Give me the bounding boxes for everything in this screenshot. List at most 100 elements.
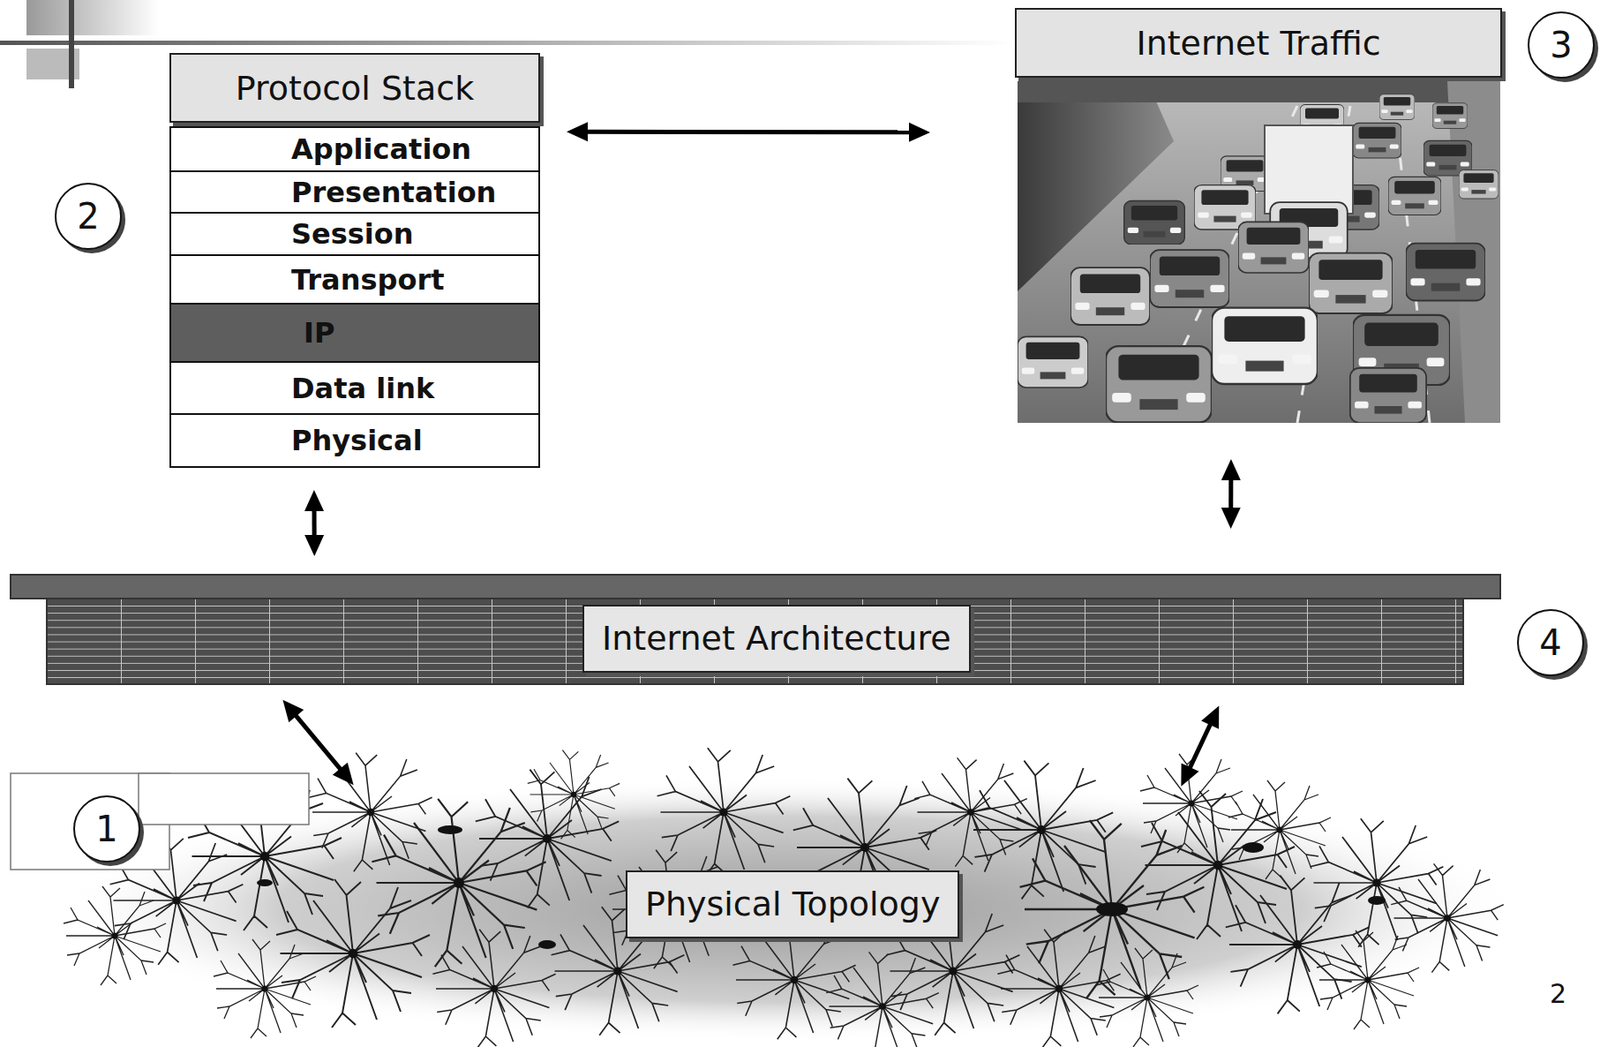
layer-label: Data link — [291, 371, 435, 406]
arrow-head — [1180, 762, 1199, 786]
corner-tabs — [138, 773, 309, 825]
topology-map — [308, 752, 432, 872]
topology-map — [1316, 930, 1420, 1030]
double-arrow — [1221, 458, 1241, 529]
topology-map — [437, 825, 463, 834]
callout-number: 2 — [54, 182, 122, 250]
arrow-head — [282, 699, 304, 722]
callout-number: 1 — [73, 795, 141, 863]
topology-map — [1228, 780, 1331, 879]
topology-map — [1140, 753, 1243, 853]
layer-label: Application — [291, 132, 472, 166]
callout-number: 3 — [1527, 11, 1595, 79]
arrow-head — [304, 534, 324, 556]
topology-map — [432, 929, 556, 1047]
topology-region: Physical Topology — [60, 776, 1520, 1042]
topology-map — [63, 886, 166, 985]
traffic-photo — [1017, 336, 1089, 388]
layer-label: Physical — [291, 423, 423, 458]
topology-map — [826, 951, 939, 1047]
topology-map — [1141, 790, 1295, 939]
topology-map — [969, 760, 1113, 900]
traffic-photo — [1350, 368, 1427, 423]
stack-panel: Protocol StackApplicationPresentationSes… — [169, 52, 541, 468]
arrow-head — [908, 122, 931, 143]
topology-map — [256, 878, 273, 887]
double-arrow — [1180, 705, 1219, 786]
connector-line — [1228, 474, 1233, 513]
topology-map — [1242, 841, 1264, 853]
architecture-band — [10, 574, 1501, 599]
traffic-photo — [1149, 249, 1230, 308]
topology-map — [1096, 901, 1128, 917]
traffic-panel: Internet Traffic — [1014, 7, 1503, 423]
corner-tabs — [10, 773, 309, 870]
topology-map — [657, 747, 791, 877]
traffic-photo — [1017, 81, 1501, 103]
layer-label: Session — [291, 217, 414, 251]
protocol-layer: Transport — [169, 254, 541, 305]
topology-map — [213, 938, 316, 1038]
double-arrow — [566, 121, 931, 142]
topology-map — [914, 757, 1028, 866]
arrow-head — [1221, 458, 1241, 481]
traffic-photo — [1017, 81, 1501, 423]
topology-map — [371, 798, 546, 967]
topology-map — [1225, 875, 1369, 1015]
page-number: 2 — [1549, 977, 1567, 1009]
topology-map — [276, 878, 430, 1028]
traffic-photo — [1264, 125, 1353, 214]
traffic-photo — [1458, 170, 1499, 199]
traffic-photo — [1308, 253, 1393, 314]
arrow-head — [566, 121, 588, 142]
topology-map — [1390, 863, 1504, 972]
traffic-photo — [1352, 122, 1402, 158]
slide-corner — [68, 0, 75, 89]
band-label: Physical Topology — [625, 870, 960, 939]
traffic-photo — [1405, 243, 1486, 301]
arrow-head — [332, 762, 354, 785]
double-arrow — [282, 699, 354, 786]
connector-line — [1187, 720, 1213, 773]
architecture-band — [10, 574, 1501, 684]
traffic-photo — [1124, 201, 1186, 246]
protocol-layer: Physical — [169, 413, 541, 468]
traffic-photo — [1379, 94, 1415, 121]
topology-map — [1310, 818, 1444, 947]
slide-corner — [26, 0, 159, 36]
arrow-head — [304, 489, 324, 511]
panel-heading: Internet Traffic — [1014, 7, 1503, 78]
slide-corner — [0, 40, 1015, 46]
panel-heading: Protocol Stack — [169, 52, 541, 123]
connector-line — [582, 129, 915, 135]
protocol-layer: Data link — [169, 360, 541, 415]
topology-map — [527, 750, 620, 840]
topology-map — [538, 939, 556, 949]
traffic-photo — [1070, 267, 1150, 325]
topology-map — [1367, 895, 1386, 905]
traffic-photo — [1238, 221, 1309, 273]
layer-label: Presentation — [291, 175, 496, 210]
connector-line — [292, 712, 344, 774]
protocol-layer: Session — [169, 211, 541, 256]
layer-label: Transport — [291, 262, 444, 297]
arrow-head — [1201, 705, 1219, 729]
arrow-head — [1221, 507, 1241, 529]
double-arrow — [304, 489, 324, 556]
protocol-layer: Presentation — [169, 170, 541, 214]
topology-map — [256, 825, 1386, 949]
callout-number: 4 — [1517, 608, 1585, 677]
traffic-photo — [1211, 307, 1318, 384]
band-label: Internet Architecture — [582, 604, 971, 673]
traffic-photo — [1432, 103, 1468, 129]
traffic-photo — [1017, 81, 1501, 423]
traffic-photo — [1105, 345, 1212, 422]
topology-map — [57, 747, 1523, 1047]
protocol-layer: IP — [169, 302, 541, 363]
topology-map — [1096, 947, 1199, 1047]
protocol-layer: Application — [169, 126, 541, 173]
architecture-band: Internet Architecture — [10, 574, 1501, 684]
topology-map — [997, 929, 1120, 1047]
layer-label: IP — [303, 315, 335, 350]
traffic-photo — [1017, 94, 1499, 423]
